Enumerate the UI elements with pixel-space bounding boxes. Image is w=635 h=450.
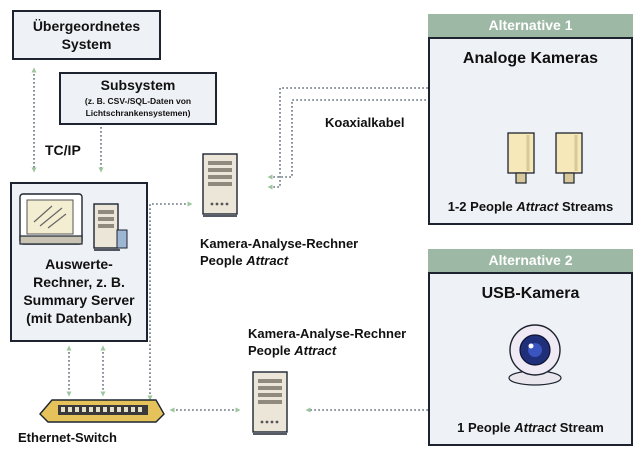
alternative-2-header: Alternative 2 bbox=[428, 249, 633, 272]
pc-bottom-label-people: People bbox=[248, 343, 291, 358]
evaluation-line3: Summary Server bbox=[23, 292, 135, 308]
subsystem-detail-2: Lichtschrankensystemen) bbox=[85, 108, 191, 118]
pc-top-label-people: People bbox=[200, 253, 243, 268]
alternative-1-stream-attract: Attract bbox=[516, 199, 559, 214]
analog-camera-icon-2 bbox=[555, 132, 583, 184]
alternative-2-stream-attract: Attract bbox=[514, 420, 557, 435]
superior-system-line2: System bbox=[61, 36, 112, 52]
switch-label: Ethernet-Switch bbox=[18, 430, 117, 445]
alternative-2-title: USB-Kamera bbox=[481, 285, 580, 302]
pc-tower-icon bbox=[93, 203, 128, 251]
alternative-1-stream: 1-2 People Attract Streams bbox=[430, 199, 631, 214]
tcip-label: TC/IP bbox=[45, 142, 81, 158]
pc-bottom-label-line1: Kamera-Analyse-Rechner bbox=[248, 326, 407, 341]
pc-top-label-line1: Kamera-Analyse-Rechner bbox=[200, 236, 359, 251]
analog-camera-icon bbox=[507, 132, 535, 184]
superior-system-line1: Übergeordnetes bbox=[32, 18, 141, 34]
evaluation-line1: Auswerte- bbox=[45, 256, 113, 272]
evaluation-line4: (mit Datenbank) bbox=[26, 310, 132, 326]
alternative-1-stream-pre: 1-2 People bbox=[447, 199, 513, 214]
pc-bottom-label-attract: Attract bbox=[294, 343, 337, 358]
pc-tower-icon-bottom bbox=[252, 371, 288, 435]
monitor-icon bbox=[19, 193, 83, 245]
alternative-2-box: USB-Kamera 1 People Attract Stream bbox=[428, 272, 633, 446]
superior-system-box: Übergeordnetes System bbox=[12, 10, 161, 60]
pc-bottom-label-line2: People Attract bbox=[248, 343, 336, 358]
evaluation-computer-box: Auswerte- Rechner, z. B. Summary Server … bbox=[10, 182, 148, 342]
alternative-1-header: Alternative 1 bbox=[428, 14, 633, 37]
pc-top-label-line2: People Attract bbox=[200, 253, 288, 268]
subsystem-title: Subsystem bbox=[100, 77, 176, 93]
alternative-2-stream: 1 People Attract Stream bbox=[430, 420, 631, 435]
alternative-2-stream-pre: 1 People bbox=[457, 420, 511, 435]
usb-camera-icon bbox=[508, 324, 562, 386]
alternative-1-title: Analoge Kameras bbox=[462, 50, 599, 67]
pc-top-label-attract: Attract bbox=[246, 253, 289, 268]
ethernet-switch-icon bbox=[39, 399, 165, 423]
coax-label: Koaxialkabel bbox=[325, 115, 405, 130]
pc-tower-icon-top bbox=[202, 153, 238, 217]
link-switch-top-pc bbox=[147, 201, 193, 401]
alternative-2-stream-post: Stream bbox=[559, 420, 604, 435]
alternative-1-stream-post: Streams bbox=[561, 199, 614, 214]
alternative-1-box: Analoge Kameras 1-2 People Attract Strea… bbox=[428, 37, 633, 225]
subsystem-box: Subsystem (z. B. CSV-/SQL-Daten von Lich… bbox=[59, 72, 217, 125]
evaluation-line2: Rechner, z. B. bbox=[33, 274, 125, 290]
subsystem-detail-1: (z. B. CSV-/SQL-Daten von bbox=[84, 96, 192, 106]
